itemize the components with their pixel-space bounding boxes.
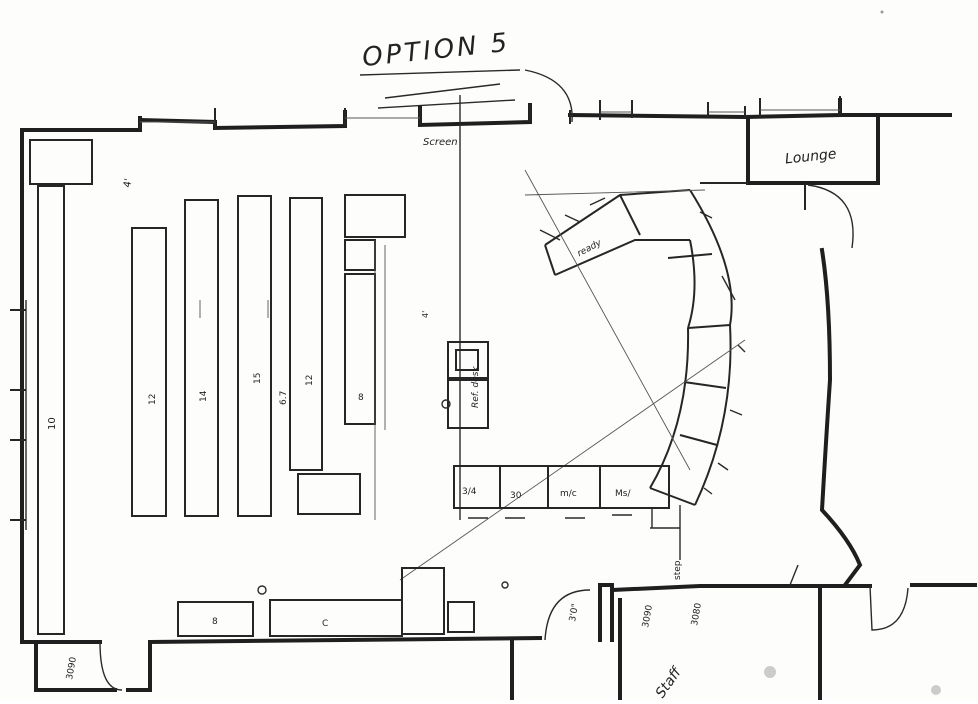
bottom-label-b: C: [322, 619, 328, 629]
shelf-label-d: 15: [253, 373, 263, 384]
exterior-walls: [20, 98, 977, 702]
lounge-room: Lounge: [700, 116, 880, 249]
entry-door-swing: [524, 69, 573, 123]
book-stacks: 12 14 15 6.7 12 8 4': [131, 194, 430, 520]
right-door-label: 3'0": [568, 603, 581, 623]
title-underline-3: [377, 99, 516, 109]
shelf-label-a: 10: [47, 417, 58, 430]
dim-mid: 4': [421, 311, 430, 318]
hall-door-label: 3090: [65, 656, 79, 681]
west-door-swing: [99, 641, 123, 691]
wall-shelving: 10 4': [29, 139, 135, 635]
reference-desk: Ref. desk: [441, 341, 489, 429]
step-label: step: [673, 560, 683, 580]
curved-counter: ready: [399, 169, 746, 581]
desk-cell-c: m/c: [560, 489, 577, 499]
shelf-label-b: 12: [148, 394, 158, 405]
shelf-label-g: 4': [122, 178, 134, 189]
shelf-label-e: 6.7: [279, 391, 289, 405]
shelf-label-h: 8: [358, 393, 364, 403]
circulation-desk: 3/4 30 m/c Ms/ step: [453, 465, 683, 580]
title-underline-2: [384, 83, 501, 99]
desk-cell-a: 3/4: [462, 487, 477, 497]
title-underline-1: [359, 69, 521, 76]
window-marks: [10, 96, 841, 530]
desk-cell-b: 30: [510, 491, 522, 501]
scan-specks: [764, 10, 941, 695]
plan-title: OPTION 5: [361, 28, 512, 73]
east-wall-end: [789, 564, 799, 586]
office-label-a: 3090: [641, 604, 655, 629]
south-door-swing: [544, 589, 591, 641]
desk-cell-d: Ms/: [615, 489, 631, 499]
shelf-label-c: 14: [199, 390, 209, 402]
bottom-furniture: 8 C: [177, 567, 509, 637]
east-door-swing: [869, 585, 909, 631]
bottom-label-a: 8: [212, 617, 218, 627]
ref-desk-label: Ref. desk: [471, 366, 481, 408]
screen-label: Screen: [423, 137, 458, 148]
staff-label: Staff: [653, 663, 686, 700]
office-label-b: 3080: [690, 602, 704, 627]
east-wall: [819, 247, 863, 588]
lounge-label: Lounge: [784, 146, 837, 167]
shelf-label-f: 12: [305, 375, 315, 386]
